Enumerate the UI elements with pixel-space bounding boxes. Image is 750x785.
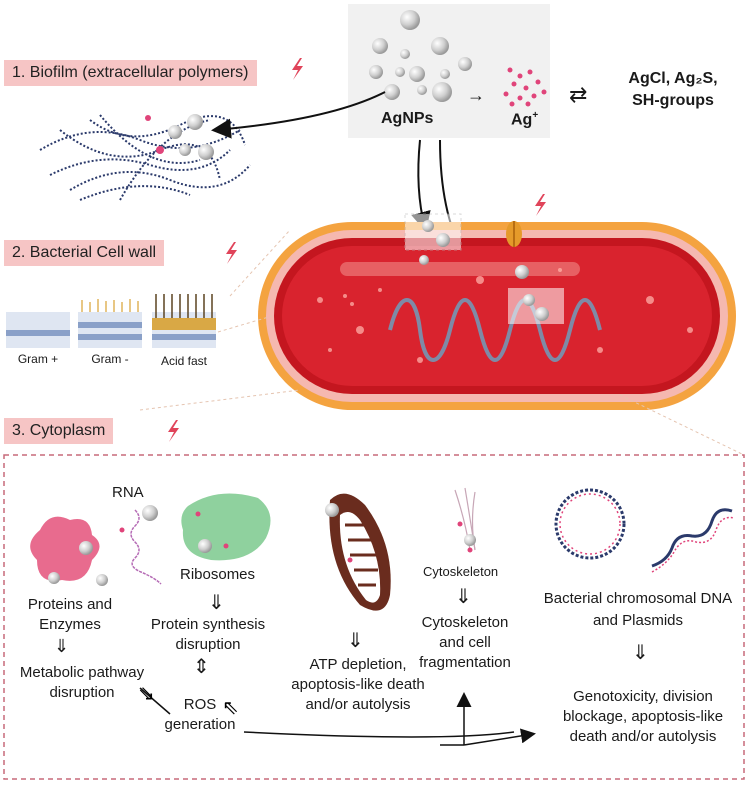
- bolt-icons: [168, 58, 546, 442]
- cytoskeleton-effect-line3: fragmentation: [419, 654, 511, 671]
- atp-line2: apoptosis-like death: [291, 676, 425, 693]
- flow-arrows: [139, 687, 536, 746]
- dna-line1: Bacterial chromosomal DNA: [543, 590, 733, 607]
- down-arrow-mitochondrion: ⇓: [347, 630, 364, 652]
- silver-ion-dots: [503, 67, 547, 107]
- ribosomes-label: Ribosomes: [180, 566, 256, 583]
- cytoskeleton-effect-line2: and cell: [439, 634, 491, 651]
- genotoxicity-line1: Genotoxicity, division: [573, 688, 713, 705]
- equilibrium-symbol: ⇄: [569, 82, 588, 107]
- updown-arrow-ros: ⇕: [193, 656, 210, 678]
- silver-products-line1: AgCl, Ag₂S,: [628, 70, 718, 87]
- mitochondrion-icon: [325, 493, 391, 611]
- genotoxicity-line3: death and/or autolysis: [569, 728, 717, 745]
- dna-line2: and Plasmids: [592, 612, 684, 629]
- biofilm-network: [39, 114, 251, 201]
- atp-line3: and/or autolysis: [305, 696, 411, 713]
- wall-type-acid-fast: Acid fast: [160, 354, 208, 368]
- double-arrow-metabolic: ⇘: [138, 683, 155, 705]
- metabolic-line1: Metabolic pathway: [19, 664, 145, 681]
- wall-type-gram-positive: Gram +: [17, 352, 59, 366]
- silver-ion-label: Ag+: [511, 110, 538, 129]
- ribosome-icon: [181, 493, 271, 561]
- plasmid-icon: [554, 488, 626, 560]
- section-label-cell-wall: 2. Bacterial Cell wall: [4, 240, 165, 266]
- proteins-line2: Enzymes: [39, 616, 101, 633]
- dna-strand-icon: [651, 508, 735, 573]
- cytoskeleton-label: Cytoskeleton: [423, 564, 499, 579]
- arrow-to-biofilm: [211, 91, 386, 139]
- down-arrow-proteins: ⇓: [54, 636, 70, 656]
- protein-synthesis-line1: Protein synthesis: [150, 616, 266, 633]
- cytoskeleton-effect-line1: Cytoskeleton: [421, 614, 509, 631]
- section-label-cytoplasm: 3. Cytoplasm: [4, 418, 114, 444]
- metabolic-line2: disruption: [49, 684, 115, 701]
- rna-icon: [119, 505, 162, 585]
- arrow-to-ion: →: [467, 85, 485, 105]
- silver-products-line2: SH-groups: [632, 92, 714, 109]
- bacterial-cell: [258, 213, 736, 410]
- rna-label: RNA: [112, 484, 144, 501]
- genotoxicity-line2: blockage, apoptosis-like: [562, 708, 724, 725]
- double-arrow-atp: ⇖: [222, 697, 239, 719]
- protein-synthesis-line2: disruption: [175, 636, 241, 653]
- cytoskeleton-icon: [454, 487, 476, 553]
- cell-wall-samples: [6, 294, 216, 348]
- down-arrow-ribosomes: ⇓: [208, 592, 225, 614]
- agnp-cluster: [369, 10, 472, 102]
- ros-line2: generation: [164, 716, 236, 733]
- agnps-label: AgNPs: [381, 110, 434, 127]
- wall-type-gram-negative: Gram -: [91, 352, 129, 366]
- down-arrow-dna: ⇓: [632, 642, 649, 664]
- silver-ion-symbol: Ag: [511, 111, 533, 129]
- cytoplasm-panel: [3, 454, 745, 780]
- silver-ion-charge: +: [532, 110, 539, 121]
- biofilm-nanoparticles: [145, 114, 214, 160]
- proteins-line1: Proteins and: [27, 596, 113, 613]
- protein-icon: [30, 516, 108, 586]
- ros-line1: ROS: [183, 696, 217, 713]
- section-label-biofilm: 1. Biofilm (extracellular polymers): [4, 60, 257, 86]
- atp-line1: ATP depletion,: [309, 656, 407, 673]
- down-arrow-cytoskeleton: ⇓: [455, 586, 472, 608]
